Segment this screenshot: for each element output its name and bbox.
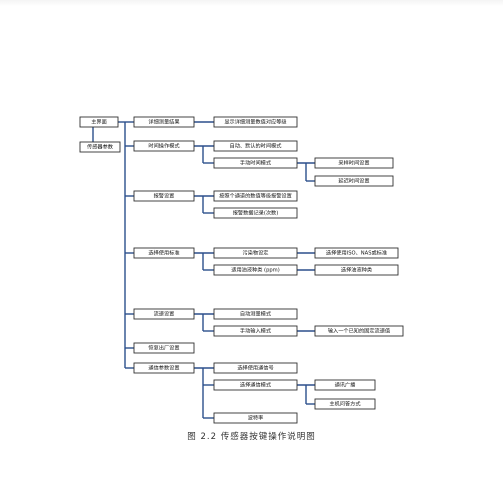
node-alarm-record-label: 报警数据记录(次数) [233, 209, 279, 217]
node-standard-oil-label: 适用油液种类 (ppm) [231, 266, 279, 274]
node-time-mode-label: 时间操作模式 [148, 142, 180, 150]
node-standard-oil-choose: 选择油液种类 [314, 264, 399, 276]
node-factory-reset-label: 恢复出厂设置 [148, 344, 179, 352]
node-sensor-params: 传感器参数 [79, 141, 121, 153]
node-main: 主界面 [79, 116, 119, 128]
node-time-manual-label: 手动时间模式 [240, 159, 272, 167]
node-query-record: 详细测量结果 [133, 116, 195, 128]
node-standard-oil: 适用油液种类 (ppm) [213, 264, 298, 276]
node-standard: 选择使用标准 [133, 247, 195, 259]
node-flow-manual: 手动输入模式 [213, 325, 298, 337]
node-comm-address: 选择使用通信号 [213, 362, 298, 374]
node-alarm: 报警设置 [133, 190, 195, 202]
node-comm-mode-label: 选择通信模式 [240, 381, 272, 389]
page-top-edge [0, 0, 503, 6]
node-alarm-threshold: 按照个通道的数值等级报警设置 [213, 190, 298, 202]
node-comm: 通信参数设置 [133, 362, 195, 374]
node-alarm-record: 报警数据记录(次数) [213, 207, 298, 219]
node-time-auto-label: 自动、默认的时间模式 [230, 142, 283, 150]
node-time-set-cycle: 采样时间设置 [314, 157, 394, 169]
node-time-set-cycle-label: 采样时间设置 [338, 159, 369, 167]
node-flow-label: 流速设置 [154, 310, 175, 318]
node-comm-master-slave-label: 主机问答方式 [329, 400, 361, 408]
node-standard-pollutant: 污染物设定 [213, 247, 298, 259]
node-comm-baud: 波特率 [213, 412, 298, 424]
node-sensor-params-label: 传感器参数 [87, 143, 114, 151]
node-comm-label: 通信参数设置 [148, 364, 179, 372]
figure-caption: 图 2.2 传感器按键操作说明图 [187, 432, 316, 442]
node-query-record-sub-label: 显示详细测量数值对应等级 [224, 118, 286, 126]
node-comm-broadcast-label: 通讯广播 [335, 381, 357, 389]
node-comm-baud-label: 波特率 [248, 414, 264, 422]
node-flow-manual-input-label: 输入一个已知的固定流速值 [328, 327, 390, 335]
node-time-set-delay-label: 延迟时间设置 [338, 177, 369, 185]
node-flow-auto-label: 自动测量模式 [240, 310, 272, 318]
connector-lines [92, 121, 315, 419]
node-standard-pollutant-label: 污染物设定 [243, 249, 269, 257]
node-standard-oil-choose-label: 选择油液种类 [341, 266, 372, 274]
node-flow-auto: 自动测量模式 [213, 308, 298, 320]
node-comm-master-slave: 主机问答方式 [314, 398, 376, 410]
node-comm-broadcast: 通讯广播 [314, 379, 376, 391]
node-time-mode: 时间操作模式 [133, 140, 195, 152]
node-time-set-delay: 延迟时间设置 [314, 175, 394, 187]
node-standard-choose-label: 选择使用ISO、NAS或标准 [326, 249, 387, 257]
node-query-record-sub: 显示详细测量数值对应等级 [213, 116, 298, 128]
node-alarm-label: 报警设置 [154, 192, 175, 200]
node-time-manual: 手动时间模式 [213, 157, 298, 169]
node-comm-address-label: 选择使用通信号 [237, 364, 273, 372]
node-query-record-label: 详细测量结果 [148, 118, 179, 126]
node-flow-manual-input: 输入一个已知的固定流速值 [314, 325, 404, 337]
node-time-auto: 自动、默认的时间模式 [213, 140, 298, 152]
node-comm-mode: 选择通信模式 [213, 379, 298, 391]
node-factory-reset: 恢复出厂设置 [133, 342, 195, 354]
node-standard-label: 选择使用标准 [148, 249, 179, 257]
node-flow-manual-label: 手动输入模式 [240, 327, 272, 335]
node-alarm-threshold-label: 按照个通道的数值等级报警设置 [219, 192, 292, 200]
node-standard-choose: 选择使用ISO、NAS或标准 [314, 247, 399, 259]
node-main-label: 主界面 [91, 118, 107, 126]
node-flow: 流速设置 [133, 308, 195, 320]
